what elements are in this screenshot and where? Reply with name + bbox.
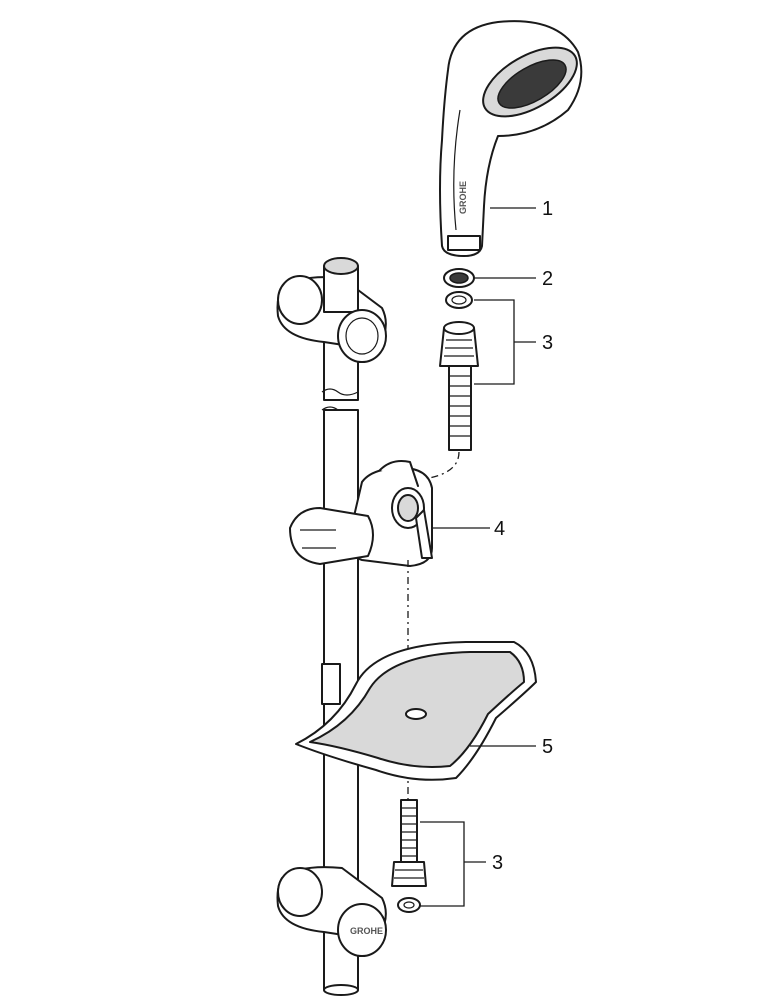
handshower: GROHE — [439, 20, 583, 257]
filter-washer — [443, 268, 475, 309]
callout-1: 1 — [542, 198, 553, 220]
handshower-brand-mark: GROHE — [458, 181, 468, 214]
leader-lines — [420, 207, 536, 907]
slider-holder — [289, 460, 433, 567]
callout-4: 4 — [494, 518, 505, 540]
lower-hose — [391, 799, 427, 913]
bottom-wall-bracket: GROHE — [276, 866, 387, 957]
callout-3-top: 3 — [542, 332, 553, 354]
callout-3-bottom: 3 — [492, 852, 503, 874]
top-wall-bracket — [276, 257, 387, 363]
bracket-brand-mark: GROHE — [350, 926, 383, 936]
upper-hose — [408, 321, 479, 497]
callout-2: 2 — [542, 268, 553, 290]
callout-5: 5 — [542, 736, 553, 758]
